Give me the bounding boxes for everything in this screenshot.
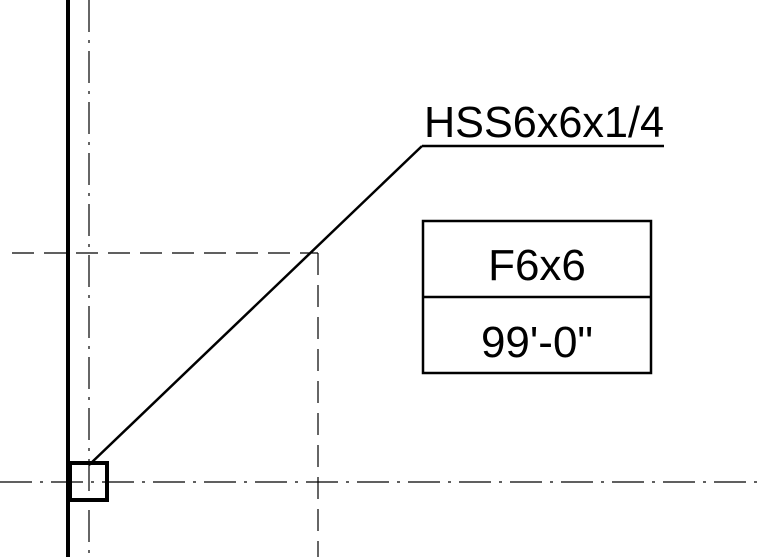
footing-elevation-label: 99'-0": [481, 318, 593, 367]
member-label: HSS6x6x1/4: [424, 98, 664, 147]
footing-type-label: F6x6: [488, 241, 586, 290]
column-hss-symbol: [68, 461, 109, 502]
leader-line-diagonal: [88, 145, 423, 466]
footing-tag: F6x6 99'-0": [421, 219, 653, 375]
